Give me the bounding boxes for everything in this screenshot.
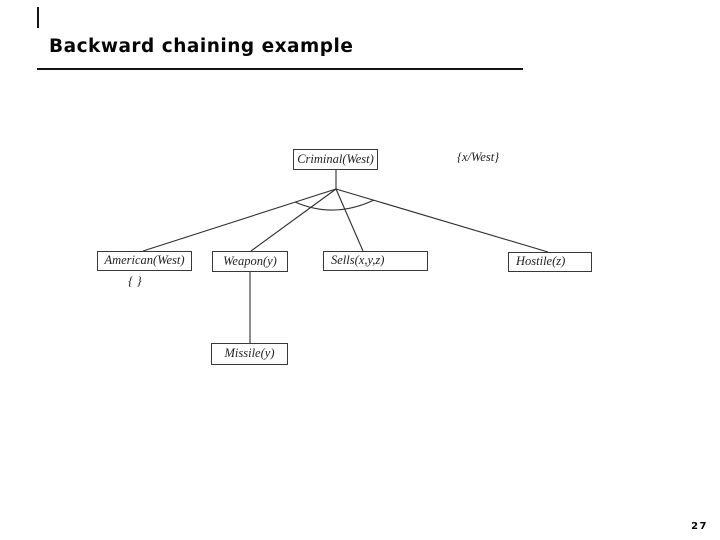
node-missile: Missile(y) bbox=[211, 343, 288, 365]
margin-tick bbox=[37, 7, 39, 28]
slide-title: Backward chaining example bbox=[49, 36, 354, 57]
node-criminal: Criminal(West) bbox=[293, 149, 378, 170]
node-hostile: Hostile(z) bbox=[508, 252, 592, 272]
node-sells: Sells(x,y,z) bbox=[323, 251, 428, 271]
node-american: American(West) bbox=[97, 251, 192, 271]
node-weapon: Weapon(y) bbox=[212, 251, 288, 272]
substitution-empty: { } bbox=[128, 273, 142, 288]
page-number: 27 bbox=[691, 521, 708, 532]
title-underline bbox=[37, 68, 523, 70]
substitution-x-west: {x/West} bbox=[457, 150, 500, 164]
